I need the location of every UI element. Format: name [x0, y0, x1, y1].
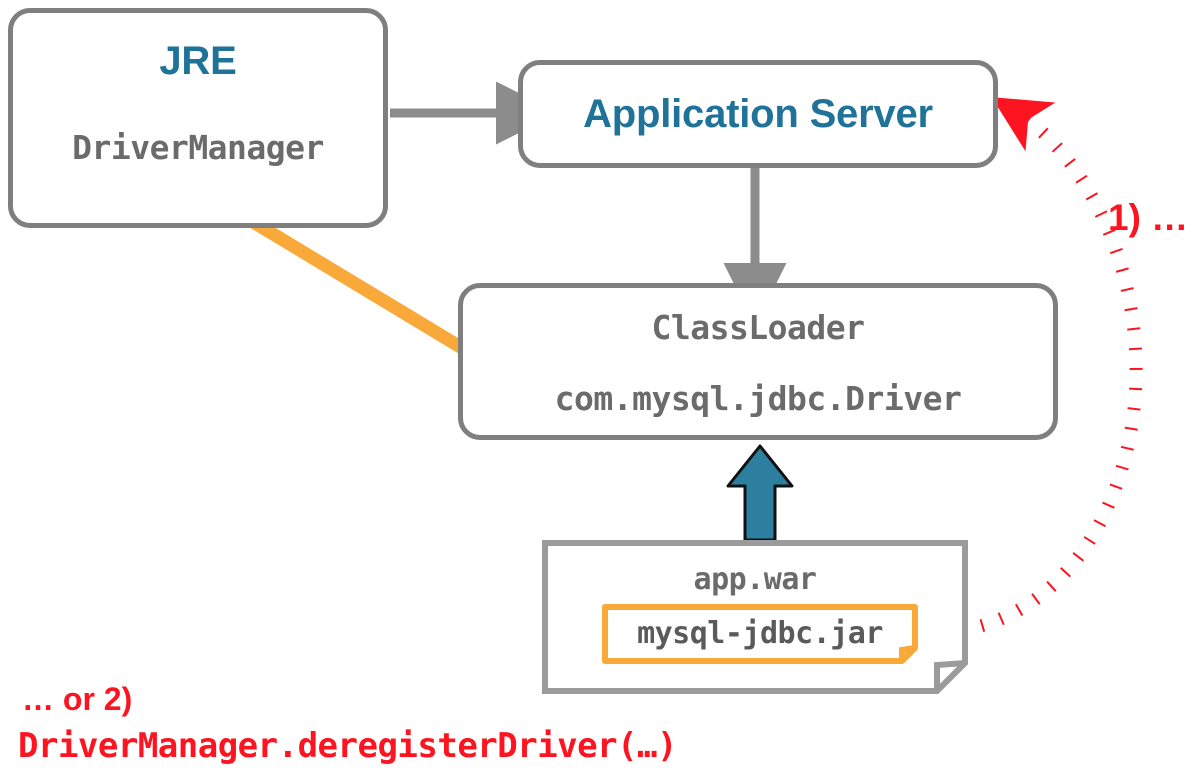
classloader-title: ClassLoader — [651, 308, 865, 347]
mysql-driver-label: com.mysql.jdbc.Driver — [554, 379, 962, 418]
block-arrow-up-icon — [726, 444, 794, 542]
app-war-title: app.war — [693, 562, 817, 597]
application-server-node: Application Server — [518, 60, 998, 168]
drivermanager-label: DriverManager — [72, 128, 324, 167]
annotation-step-2-code: DriverManager.deregisterDriver(…) — [18, 726, 678, 766]
app-war-node: app.war mysql-jdbc.jar — [542, 540, 968, 694]
page-fold-icon — [934, 660, 966, 691]
mysql-jdbc-jar-label: mysql-jdbc.jar — [637, 615, 883, 651]
annotation-step-1: 1) … — [1108, 197, 1189, 238]
annotation-step-2-prefix: … or 2) — [22, 681, 133, 717]
mysql-jdbc-jar-node: mysql-jdbc.jar — [602, 604, 918, 662]
jre-node: JRE DriverManager — [8, 8, 388, 228]
jar-outline — [602, 604, 918, 664]
classloader-node: ClassLoader com.mysql.jdbc.Driver — [458, 283, 1058, 440]
application-server-title: Application Server — [583, 91, 933, 136]
jre-title: JRE — [159, 39, 237, 83]
